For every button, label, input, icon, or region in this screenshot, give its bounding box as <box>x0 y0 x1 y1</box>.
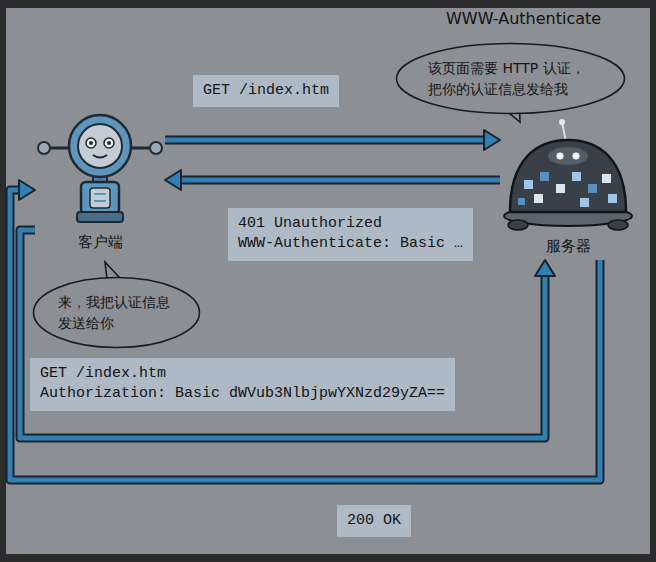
arrow-head <box>484 130 500 150</box>
speech-bubble: 该页面需要 HTTP 认证，把你的认证信息发给我 <box>395 42 626 115</box>
message-text: GET /index.htm <box>40 364 445 384</box>
arrow-outline <box>20 230 545 438</box>
message-text: GET /index.htm <box>203 81 329 101</box>
http-message-box: GET /index.htmAuthorization: Basic dWVub… <box>30 358 455 411</box>
speech-text: 来，我把认证信息发送给你 <box>58 292 176 333</box>
arrow-head <box>19 180 35 200</box>
arrow-band <box>165 138 488 143</box>
server-robot-figure <box>500 118 636 234</box>
arrow-head <box>165 170 181 190</box>
bubble-text-block: 该页面需要 HTTP 认证，把你的认证信息发给我 <box>428 58 593 99</box>
message-arrow <box>20 230 555 438</box>
message-arrow <box>10 180 600 480</box>
figure-label: 服务器 <box>546 237 591 256</box>
bubble-outline <box>32 276 201 349</box>
arrow-head <box>535 260 555 276</box>
message-text: WWW-Authenticate: Basic … <box>238 234 463 254</box>
bubble-ellipse <box>34 278 200 348</box>
message-arrow <box>165 130 500 150</box>
bubble-text-block: 来，我把认证信息发送给你 <box>58 292 176 333</box>
arrow-outline <box>10 190 600 480</box>
message-arrow <box>165 170 500 190</box>
arrow-outline <box>177 176 500 185</box>
figure-label: 客户端 <box>78 233 123 252</box>
server-node: 服务器 <box>500 120 636 260</box>
message-text: 401 Unauthorized <box>238 214 463 234</box>
message-text: 200 OK <box>347 511 401 531</box>
arrow-band <box>177 178 500 183</box>
diagram-title: WWW-Authenticate <box>446 9 601 28</box>
arrow-band <box>20 230 545 438</box>
client-node: 客户端 <box>35 108 165 256</box>
http-message-box: GET /index.htm <box>193 75 339 107</box>
arrow-band <box>10 190 600 480</box>
speech-bubble: 来，我把认证信息发送给你 <box>32 276 201 349</box>
bubble-outline <box>395 42 626 115</box>
http-message-box: 401 UnauthorizedWWW-Authenticate: Basic … <box>228 208 473 261</box>
http-message-box: 200 OK <box>337 505 411 537</box>
client-robot-figure <box>35 108 165 228</box>
message-text: Authorization: Basic dWVub3NlbjpwYXNzd29… <box>40 384 445 404</box>
arrow-outline <box>165 136 488 145</box>
bubble-ellipse <box>397 44 625 114</box>
speech-text: 该页面需要 HTTP 认证，把你的认证信息发给我 <box>428 58 593 99</box>
